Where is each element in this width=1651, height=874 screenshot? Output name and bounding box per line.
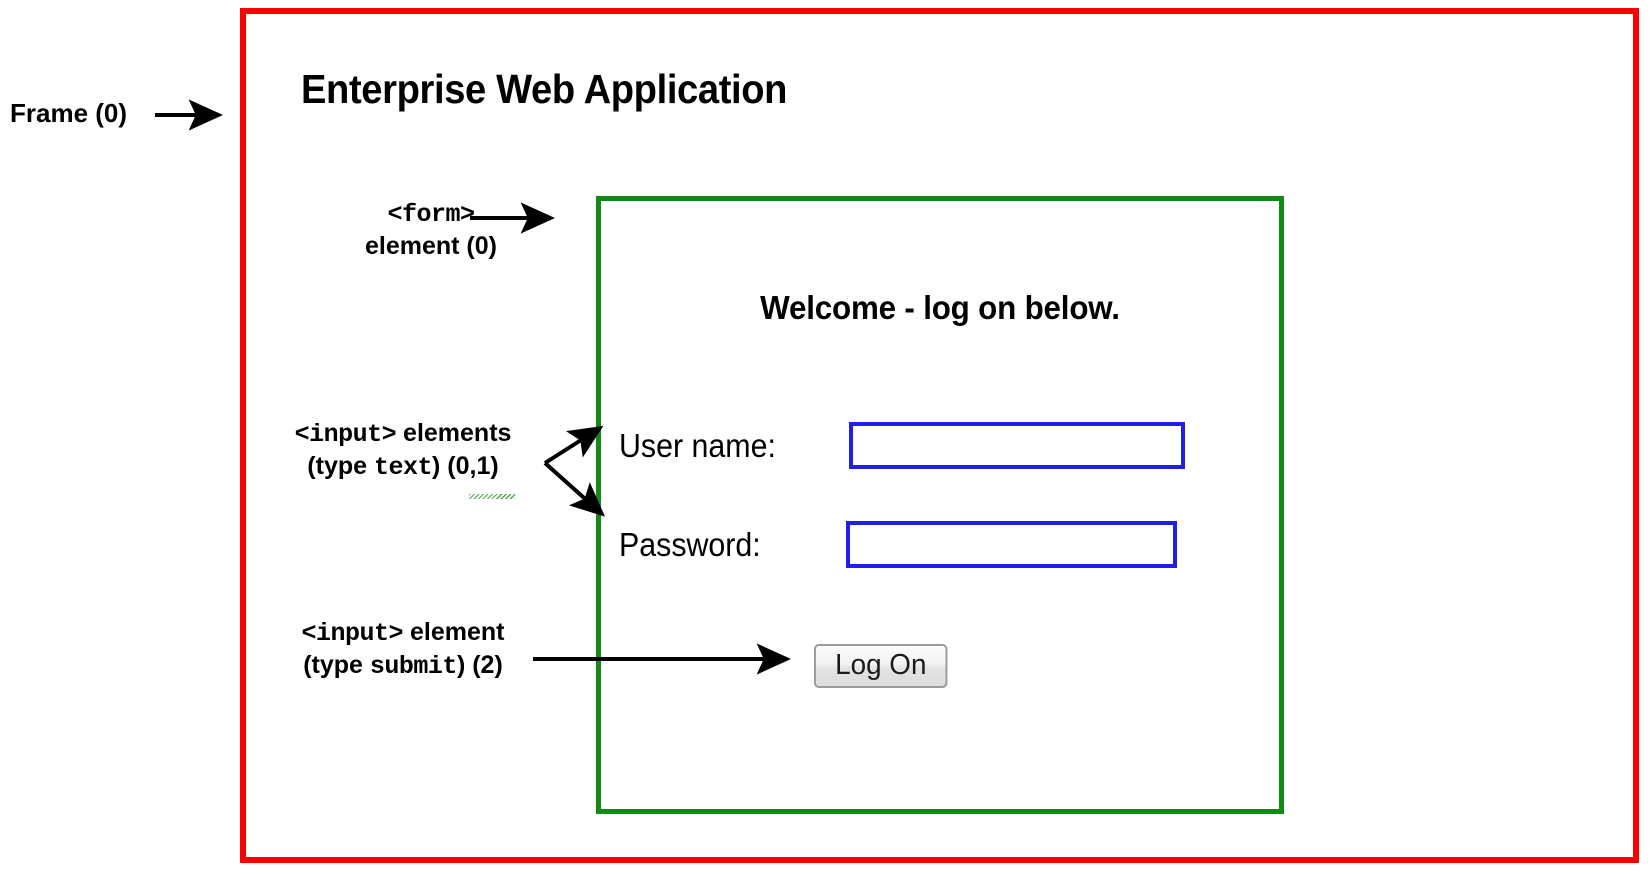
annotation-submit-input-label: <input> element (type submit) (2) xyxy=(258,617,548,682)
spellcheck-squiggle xyxy=(469,494,515,499)
login-form: Welcome - log on below. User name: Passw… xyxy=(596,196,1284,814)
annotation-frame-text: Frame (0) xyxy=(10,98,128,128)
annotation-text-inputs-tag: <input> xyxy=(294,420,397,449)
password-input[interactable] xyxy=(846,521,1177,568)
submit-button-wrapper: Log On xyxy=(814,644,953,689)
username-field-row: User name: xyxy=(619,422,1185,469)
password-field-row: Password: xyxy=(619,521,1177,568)
annotation-text-inputs-text: elements xyxy=(403,419,512,447)
username-input[interactable] xyxy=(849,422,1185,469)
annotation-form-text: element (0) xyxy=(365,231,497,260)
annotation-submit-type-prefix: (type xyxy=(303,650,370,679)
annotation-submit-type: submit xyxy=(369,651,458,681)
form-heading: Welcome - log on below. xyxy=(760,289,1120,326)
annotation-submit-text: element xyxy=(410,618,505,646)
annotation-text-inputs-type: text xyxy=(373,452,433,482)
password-label: Password: xyxy=(619,525,761,563)
annotation-frame-label: Frame (0) xyxy=(10,98,127,130)
annotation-text-inputs-label: <input> elements (type text) (0,1) xyxy=(258,418,548,483)
annotation-text-inputs-type-prefix: (type xyxy=(307,451,374,480)
annotation-form-label: <form> element (0) xyxy=(316,198,546,261)
browser-frame: Enterprise Web Application Welcome - log… xyxy=(240,8,1639,863)
annotation-submit-index: ) (2) xyxy=(456,650,503,679)
log-on-button[interactable]: Log On xyxy=(814,644,948,689)
annotation-text-inputs-index: ) (0,1) xyxy=(432,451,499,480)
annotation-form-tag: <form> xyxy=(387,200,475,229)
page-title: Enterprise Web Application xyxy=(301,66,788,112)
annotation-submit-tag: <input> xyxy=(301,619,404,648)
username-label: User name: xyxy=(619,426,776,464)
